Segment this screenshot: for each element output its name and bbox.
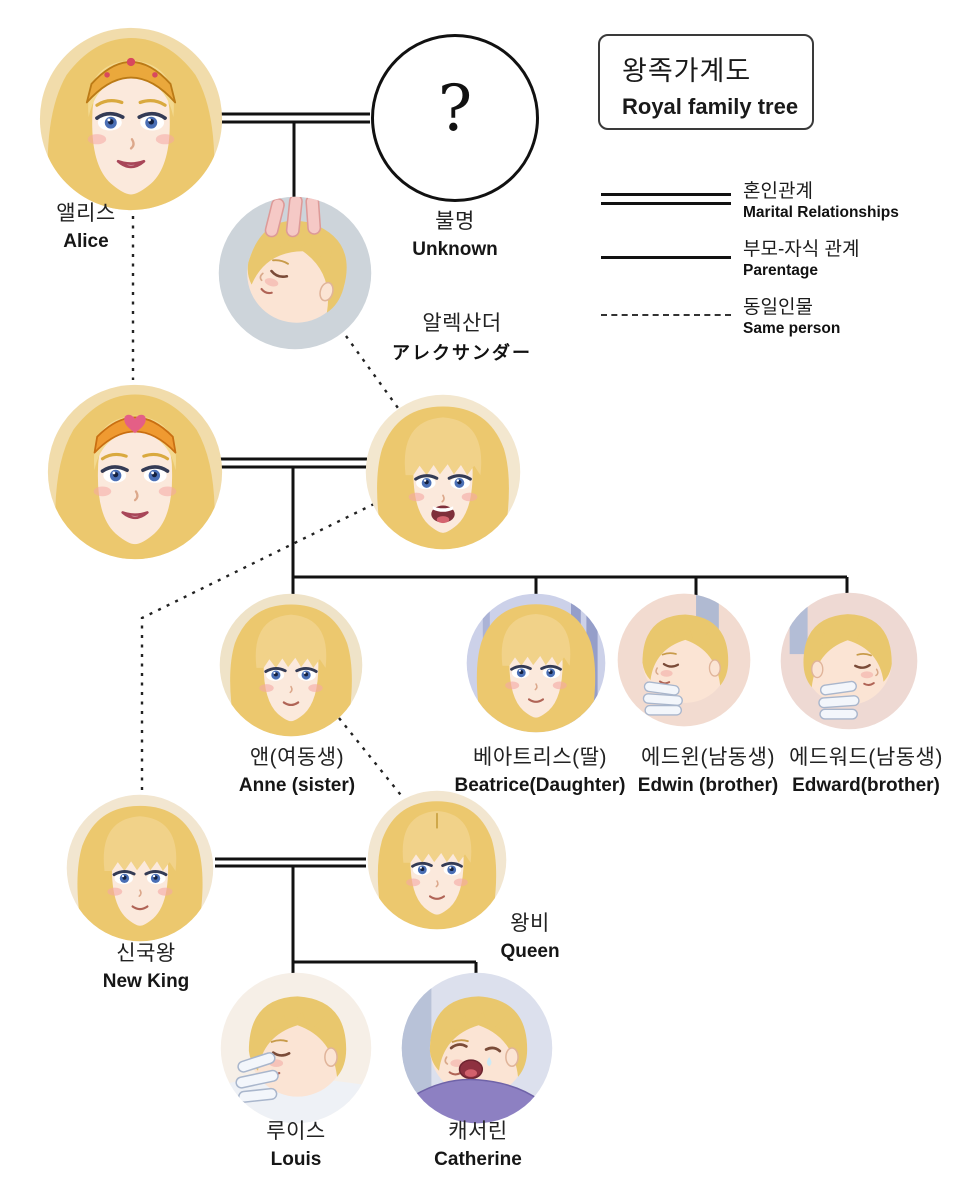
- legend-text-same-person: 동일인물 Same person: [743, 292, 840, 338]
- catherine-name-en: Catherine: [434, 1148, 522, 1170]
- label-alexander: 알렉산더 アレクサンダー: [392, 312, 532, 364]
- question-mark-icon: ?: [437, 72, 473, 146]
- label-edward: 에드워드(남동생) Edward(brother): [789, 746, 943, 797]
- portrait-alexander-adult: [365, 394, 521, 550]
- marriage-line-alice-unknown: [215, 112, 370, 124]
- legend-row-same-person: 동일인물 Same person: [601, 292, 953, 338]
- title-ko: 왕족가계도: [622, 56, 752, 86]
- louis-name-ko: 루이스: [266, 1120, 326, 1143]
- queen-avatar-image: [367, 790, 507, 930]
- unknown-name-en: Unknown: [412, 238, 498, 260]
- portrait-edward: [780, 592, 918, 730]
- glove-hand: [235, 1052, 279, 1103]
- label-new-king: 신국왕 New King: [103, 942, 190, 993]
- label-queen: 왕비 Queen: [500, 912, 559, 963]
- edward-avatar-image: [780, 592, 918, 730]
- anne-name-en: Anne (sister): [238, 774, 356, 796]
- label-louis: 루이스 Louis: [266, 1120, 325, 1171]
- portrait-alice-elder: [47, 384, 223, 560]
- queen-name-ko: 왕비: [510, 912, 550, 935]
- edwin-avatar-image: [617, 593, 751, 727]
- label-edwin: 에드윈(남동생) Edwin (brother): [638, 746, 778, 797]
- label-alice: 앨리스 Alice: [56, 202, 115, 253]
- portrait-queen: [367, 790, 507, 930]
- legend-same-person-en: Same person: [743, 320, 841, 337]
- catherine-name-ko: 캐서린: [448, 1120, 508, 1143]
- alexander-baby-avatar-image: [218, 196, 372, 350]
- marriage-lines: [215, 112, 370, 868]
- label-beatrice: 베아트리스(딸) Beatrice(Daughter): [454, 746, 625, 797]
- legend: 혼인관계 Marital Relationships 부모-자식 관계 Pare…: [601, 176, 953, 350]
- legend-row-parentage: 부모-자식 관계 Parentage: [601, 234, 953, 280]
- portrait-edwin: [617, 593, 751, 727]
- single-line-icon: [601, 255, 731, 259]
- beatrice-name-ko: 베아트리스(딸): [473, 746, 607, 769]
- alexander-name-ja: アレクサンダー: [392, 342, 532, 363]
- louis-name-en: Louis: [270, 1148, 322, 1170]
- alice-name-en: Alice: [63, 230, 109, 252]
- portrait-unknown: ?: [371, 34, 539, 202]
- title-en: Royal family tree: [622, 94, 799, 119]
- anne-name-ko: 앤(여동생): [249, 746, 345, 769]
- catherine-avatar-image: [401, 972, 553, 1124]
- portrait-anne: [219, 593, 363, 737]
- marriage-line-aliceelder-alexander: [218, 457, 367, 469]
- glove-hand: [642, 681, 683, 716]
- portrait-new-king: [66, 794, 214, 942]
- same-person-lines: [131, 216, 405, 800]
- edwin-name-en: Edwin (brother): [637, 774, 779, 796]
- dashed-line-icon: [601, 314, 731, 316]
- legend-parentage-en: Parentage: [743, 262, 818, 279]
- anne-avatar-image: [219, 593, 363, 737]
- same-person-alexander: [345, 335, 399, 409]
- new-king-avatar-image: [66, 794, 214, 942]
- legend-text-parentage: 부모-자식 관계 Parentage: [743, 234, 860, 280]
- portrait-catherine: [401, 972, 553, 1124]
- alexander-adult-avatar-image: [365, 394, 521, 550]
- edward-name-ko: 에드워드(남동생): [789, 746, 943, 769]
- beatrice-name-en: Beatrice(Daughter): [454, 774, 626, 796]
- patting-hand: [264, 196, 322, 238]
- portrait-alice: [39, 27, 223, 211]
- edwin-name-ko: 에드윈(남동생): [641, 746, 775, 769]
- label-unknown: 불명 Unknown: [412, 210, 498, 261]
- legend-marriage-ko: 혼인관계: [743, 181, 813, 202]
- title-box: 왕족가계도 Royal family tree: [598, 34, 814, 130]
- alice-avatar-image: [39, 27, 223, 211]
- legend-marriage-en: Marital Relationships: [743, 204, 899, 221]
- legend-text-marriage: 혼인관계 Marital Relationships: [743, 176, 899, 222]
- new-king-name-en: New King: [102, 970, 190, 992]
- portrait-louis: [220, 972, 372, 1124]
- alice-name-ko: 앨리스: [56, 202, 116, 225]
- parentage-lines: [291, 122, 849, 976]
- queen-name-en: Queen: [500, 940, 560, 962]
- label-catherine: 캐서린 Catherine: [434, 1120, 522, 1171]
- marriage-line-newking-queen: [215, 857, 366, 868]
- same-person-alexander-newking: [140, 502, 375, 792]
- legend-parentage-ko: 부모-자식 관계: [743, 239, 860, 260]
- portrait-beatrice: [466, 593, 606, 733]
- beatrice-avatar-image: [466, 593, 606, 733]
- alice-elder-avatar-image: [47, 384, 223, 560]
- legend-row-marriage: 혼인관계 Marital Relationships: [601, 176, 953, 222]
- alexander-name-ko: 알렉산더: [422, 312, 502, 335]
- legend-same-person-ko: 동일인물: [743, 297, 813, 318]
- new-king-name-ko: 신국왕: [116, 942, 176, 965]
- same-person-anne-queen: [338, 717, 405, 800]
- double-line-icon: [601, 193, 731, 205]
- edward-name-en: Edward(brother): [792, 774, 940, 796]
- unknown-name-ko: 불명: [435, 210, 475, 233]
- glove-hand: [818, 680, 860, 720]
- louis-avatar-image: [220, 972, 372, 1124]
- label-anne: 앤(여동생) Anne (sister): [239, 746, 355, 797]
- portrait-alexander-baby: [218, 196, 372, 350]
